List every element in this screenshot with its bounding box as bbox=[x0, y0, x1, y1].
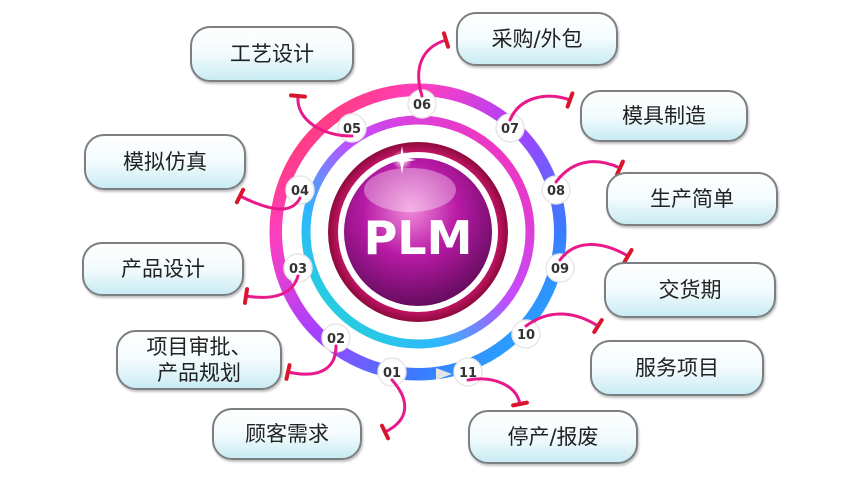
step-label-box-05: 工艺设计 bbox=[190, 26, 354, 82]
step-node-circle bbox=[511, 319, 541, 349]
arrowhead-icon bbox=[242, 287, 250, 305]
step-node-circle bbox=[407, 89, 437, 119]
connector-arrow-02 bbox=[286, 344, 338, 376]
step-label: 工艺设计 bbox=[230, 41, 314, 66]
step-number: 04 bbox=[291, 184, 309, 199]
step-node-08: 08 bbox=[541, 175, 571, 205]
step-label: 采购/外包 bbox=[491, 26, 583, 51]
step-label: 模拟仿真 bbox=[123, 149, 207, 174]
step-node-circle bbox=[495, 113, 525, 143]
step-node-circle bbox=[377, 357, 407, 387]
plm-title: PLM bbox=[364, 211, 473, 265]
step-label: 停产/报废 bbox=[507, 424, 599, 449]
step-label: 交货期 bbox=[658, 277, 722, 302]
connector-arrow-01 bbox=[383, 378, 407, 434]
step-number: 09 bbox=[551, 262, 569, 277]
step-number: 01 bbox=[383, 366, 401, 381]
arrowhead-icon bbox=[565, 91, 575, 109]
connector-arrow-08 bbox=[554, 160, 622, 184]
ring-return-arrow-icon bbox=[436, 368, 452, 380]
step-label-box-03: 产品设计 bbox=[82, 242, 244, 296]
step-number: 08 bbox=[547, 184, 565, 199]
connector-arrow-09 bbox=[558, 243, 630, 262]
step-label-box-08: 生产简单 bbox=[606, 172, 778, 226]
plm-center-sphere: PLM bbox=[328, 142, 508, 322]
step-node-03: 03 bbox=[283, 253, 313, 283]
arrowhead-icon bbox=[289, 93, 307, 99]
step-label-box-11: 停产/报废 bbox=[468, 410, 638, 464]
connector-arrow-07 bbox=[508, 94, 572, 122]
step-node-06: 06 bbox=[407, 89, 437, 119]
arrowhead-icon bbox=[379, 423, 391, 441]
step-label: 服务项目 bbox=[635, 355, 719, 380]
step-node-07: 07 bbox=[495, 113, 525, 143]
connector-arrow-05 bbox=[296, 94, 354, 138]
arrowhead-icon bbox=[615, 159, 625, 177]
connector-arrow-11 bbox=[466, 377, 522, 406]
step-label-box-09: 交货期 bbox=[604, 262, 776, 318]
step-number: 03 bbox=[289, 262, 307, 277]
step-number: 05 bbox=[343, 122, 361, 137]
connector-arrow-06 bbox=[417, 38, 448, 98]
arrowhead-icon bbox=[511, 400, 529, 408]
arrowhead-icon bbox=[284, 363, 292, 381]
arrowhead-icon bbox=[441, 31, 451, 49]
arrowhead-icon bbox=[234, 187, 246, 205]
step-label-box-06: 采购/外包 bbox=[456, 12, 618, 66]
step-node-circle bbox=[541, 175, 571, 205]
sparkle-icon bbox=[388, 146, 416, 174]
step-number: 06 bbox=[413, 98, 431, 113]
arrowhead-icon bbox=[592, 318, 604, 334]
step-number: 11 bbox=[459, 366, 477, 381]
step-node-circle bbox=[545, 253, 575, 283]
step-label-box-01: 顾客需求 bbox=[212, 408, 362, 460]
step-node-04: 04 bbox=[285, 175, 315, 205]
connector-arrow-03 bbox=[244, 274, 300, 299]
step-label: 产品设计 bbox=[121, 256, 205, 281]
step-number: 07 bbox=[501, 122, 519, 137]
step-label-box-04: 模拟仿真 bbox=[84, 134, 246, 190]
step-node-11: 11 bbox=[453, 357, 483, 387]
step-label: 顾客需求 bbox=[245, 421, 329, 446]
step-number: 10 bbox=[517, 328, 535, 343]
connector-arrow-04 bbox=[238, 194, 302, 211]
step-node-circle bbox=[285, 175, 315, 205]
step-number: 02 bbox=[327, 332, 345, 347]
step-node-05: 05 bbox=[337, 113, 367, 143]
step-label: 生产简单 bbox=[650, 186, 734, 211]
arrowhead-icon bbox=[622, 247, 634, 265]
step-label: 模具制造 bbox=[622, 103, 706, 128]
step-label-box-10: 服务项目 bbox=[590, 340, 764, 396]
step-label-box-02: 项目审批、 产品规划 bbox=[116, 330, 282, 390]
step-label-box-07: 模具制造 bbox=[580, 90, 748, 142]
step-label: 项目审批、 产品规划 bbox=[146, 334, 252, 385]
step-node-09: 09 bbox=[545, 253, 575, 283]
step-node-01: 01 bbox=[377, 357, 407, 387]
step-node-10: 10 bbox=[511, 319, 541, 349]
step-node-circle bbox=[283, 253, 313, 283]
connector-arrow-10 bbox=[524, 312, 600, 328]
